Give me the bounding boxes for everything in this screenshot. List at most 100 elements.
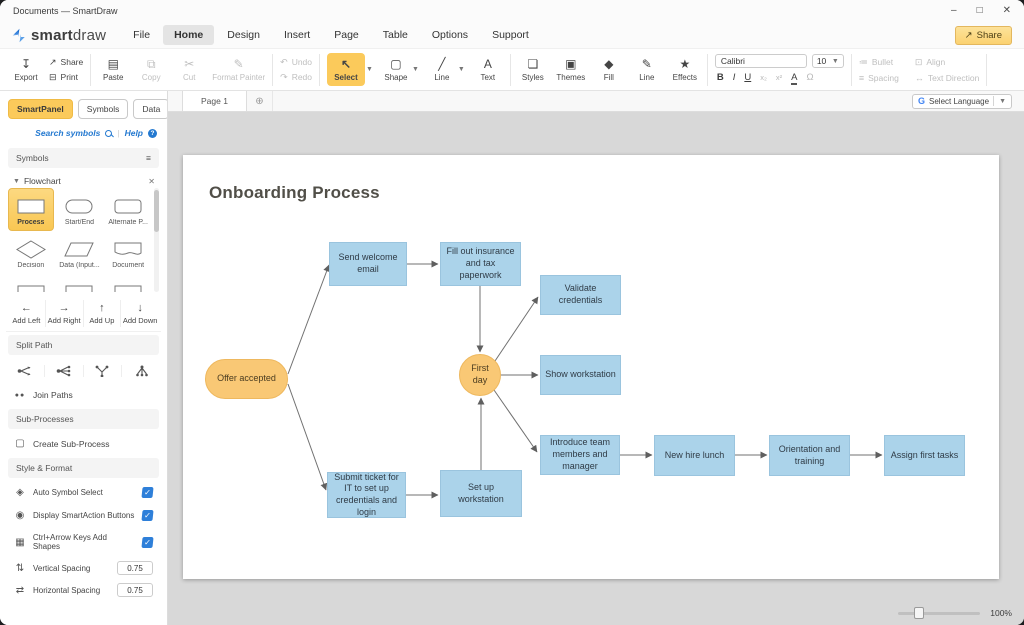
- line-style-button[interactable]: ✎Line: [639, 56, 655, 82]
- select-language-button[interactable]: G Select Language ▼: [911, 93, 1012, 109]
- italic-button[interactable]: I: [732, 72, 736, 84]
- split-path-y-button[interactable]: [84, 365, 123, 377]
- redo-button[interactable]: ↷Redo: [280, 71, 313, 83]
- flow-node-showws[interactable]: Show workstation: [540, 355, 621, 395]
- checkbox-checked[interactable]: ✓: [141, 536, 154, 548]
- spacing-button[interactable]: ≡Spacing: [858, 72, 899, 83]
- shape-tool-button[interactable]: ▢Shape: [384, 56, 408, 82]
- align-button[interactable]: ⊡Align: [914, 56, 946, 68]
- format-painter-button[interactable]: ✎Format Painter: [212, 56, 266, 82]
- menu-item-page[interactable]: Page: [334, 29, 359, 41]
- add-up-button[interactable]: ↑Add Up: [84, 300, 122, 327]
- paste-button[interactable]: ▤Paste: [103, 56, 124, 82]
- page-tab[interactable]: Page 1: [182, 91, 247, 111]
- add-left-button[interactable]: ←Add Left: [8, 300, 46, 327]
- symbol-decision[interactable]: Decision: [8, 231, 54, 274]
- menu-item-insert[interactable]: Insert: [283, 29, 311, 41]
- flow-node-orientation[interactable]: Orientation and training: [769, 435, 850, 476]
- styles-button[interactable]: ❏Styles: [521, 56, 544, 82]
- subscript-button[interactable]: x₂: [760, 73, 767, 83]
- menu-item-home[interactable]: Home: [163, 25, 215, 45]
- menu-item-support[interactable]: Support: [492, 29, 529, 41]
- close-library-icon[interactable]: ✕: [148, 176, 155, 186]
- superscript-button[interactable]: x²: [775, 73, 783, 83]
- line-caret-icon[interactable]: ▼: [457, 66, 465, 73]
- print-button[interactable]: ⊟Print: [49, 71, 79, 83]
- undo-button[interactable]: ↶Undo: [280, 56, 313, 68]
- font-name-input[interactable]: Calibri: [714, 54, 807, 69]
- symbol-data-input[interactable]: Data (Input...: [57, 231, 103, 274]
- copy-button[interactable]: ⧉Copy: [141, 56, 161, 82]
- menu-item-options[interactable]: Options: [431, 29, 469, 41]
- symbol-rect[interactable]: [57, 274, 103, 292]
- symbol-start-end[interactable]: Start/End: [57, 188, 103, 231]
- symbol-rect[interactable]: [8, 274, 54, 292]
- close-button[interactable]: ✕: [1002, 5, 1011, 16]
- checkbox-checked[interactable]: ✓: [141, 487, 154, 498]
- underline-button[interactable]: U: [744, 72, 752, 84]
- drawing-canvas[interactable]: Onboarding Process Offer accepted Send we…: [168, 112, 1024, 625]
- flow-node-welcome[interactable]: Send welcome email: [329, 242, 407, 286]
- vertical-spacing-input[interactable]: 0.75: [117, 561, 153, 575]
- flowchart-library-header[interactable]: ▼ Flowchart ✕: [13, 176, 155, 186]
- add-down-button[interactable]: ↓Add Down: [122, 302, 158, 325]
- select-tool-button[interactable]: ↖Select: [327, 53, 366, 86]
- panel-tab-symbols[interactable]: Symbols: [77, 99, 129, 119]
- select-caret-icon[interactable]: ▼: [366, 66, 373, 73]
- panel-tab-smartpanel[interactable]: SmartPanel: [8, 99, 73, 119]
- bullet-button[interactable]: ≔Bullet: [858, 56, 894, 68]
- effects-button[interactable]: ★Effects: [672, 56, 697, 82]
- zoom-slider[interactable]: [898, 606, 981, 619]
- search-symbols-link[interactable]: Search symbols: [35, 128, 101, 138]
- share-button[interactable]: ↗Share: [49, 56, 84, 68]
- flow-node-insurance[interactable]: Fill out insurance and tax paperwork: [440, 242, 521, 286]
- fill-button[interactable]: ◆Fill: [603, 56, 614, 82]
- flow-node-introduce[interactable]: Introduce team members and manager: [540, 435, 620, 475]
- add-page-button[interactable]: ⊕: [247, 91, 273, 111]
- flow-node-lunch[interactable]: New hire lunch: [654, 435, 735, 476]
- create-sub-process-button[interactable]: ▢ Create Sub-Process: [15, 438, 110, 449]
- panel-tab-data[interactable]: Data: [133, 99, 167, 119]
- flow-node-setup[interactable]: Set up workstation: [440, 470, 522, 517]
- symbols-scrollbar[interactable]: [154, 188, 159, 292]
- shape-caret-icon[interactable]: ▼: [411, 66, 419, 73]
- symbol-rect[interactable]: [105, 274, 151, 292]
- search-icon[interactable]: [105, 129, 113, 137]
- share-button-top[interactable]: ↗ Share: [954, 25, 1012, 45]
- help-icon[interactable]: ?: [148, 128, 157, 138]
- diagram-title[interactable]: Onboarding Process: [209, 183, 380, 202]
- maximize-button[interactable]: □: [976, 5, 983, 16]
- line-tool-button[interactable]: ╱Line: [434, 56, 450, 82]
- hamburger-icon[interactable]: ≡: [146, 153, 151, 163]
- symbol-document[interactable]: Document: [105, 231, 151, 274]
- flow-node-ticket[interactable]: Submit ticket for IT to set up credentia…: [327, 472, 406, 518]
- split-path-tree-button[interactable]: [122, 365, 161, 377]
- split-path-2-button[interactable]: [6, 365, 45, 377]
- menu-item-file[interactable]: File: [133, 29, 151, 41]
- menu-item-table[interactable]: Table: [382, 29, 408, 41]
- flow-node-firstday[interactable]: First day: [459, 354, 501, 396]
- special-char-button[interactable]: Ω: [806, 72, 814, 84]
- symbol-process[interactable]: Process: [8, 188, 54, 231]
- flow-node-offer[interactable]: Offer accepted: [205, 359, 288, 399]
- add-right-button[interactable]: →Add Right: [46, 300, 84, 327]
- document-page[interactable]: Onboarding Process Offer accepted Send we…: [183, 155, 999, 579]
- flow-node-validate[interactable]: Validate credentials: [540, 275, 621, 315]
- split-path-3-button[interactable]: [45, 365, 84, 377]
- flow-node-assign[interactable]: Assign first tasks: [884, 435, 965, 476]
- bold-button[interactable]: B: [716, 72, 724, 84]
- join-paths-button[interactable]: ●● Join Paths: [14, 390, 73, 400]
- font-size-select[interactable]: 10▼: [811, 54, 844, 69]
- menu-item-design[interactable]: Design: [227, 29, 260, 41]
- text-direction-button[interactable]: ↔Text Direction: [914, 72, 980, 83]
- horizontal-spacing-input[interactable]: 0.75: [117, 583, 153, 597]
- help-link[interactable]: Help: [124, 128, 143, 138]
- export-button[interactable]: ↧Export: [14, 56, 38, 82]
- font-color-button[interactable]: A: [791, 72, 798, 85]
- zoom-slider-handle[interactable]: [914, 606, 925, 619]
- cut-button[interactable]: ✂Cut: [183, 56, 196, 82]
- symbol-alternate-p[interactable]: Alternate P...: [105, 188, 151, 231]
- themes-button[interactable]: ▣Themes: [556, 56, 586, 82]
- minimize-button[interactable]: –: [951, 5, 957, 16]
